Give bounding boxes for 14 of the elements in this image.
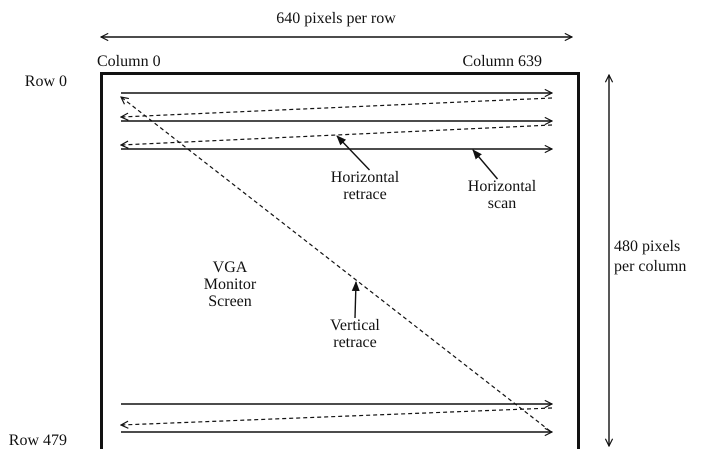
leader-line xyxy=(336,135,370,170)
dimension-label: 640 pixels per row xyxy=(275,10,397,27)
screen-label: VGA Monitor Screen xyxy=(202,259,258,310)
column-label: Column 0 xyxy=(97,53,162,70)
row-label: Row 479 xyxy=(8,432,67,449)
dimension-label: 480 pixels per column xyxy=(614,237,688,277)
column-label: Column 639 xyxy=(461,53,542,70)
callout-label: Horizontal scan xyxy=(457,178,547,212)
callout-label: Vertical retrace xyxy=(310,317,400,351)
leader-line xyxy=(352,281,360,318)
leader-line xyxy=(472,149,498,180)
callout-label: Horizontal retrace xyxy=(320,169,410,203)
monitor-screen xyxy=(100,72,580,449)
row-label: Row 0 xyxy=(24,73,67,90)
